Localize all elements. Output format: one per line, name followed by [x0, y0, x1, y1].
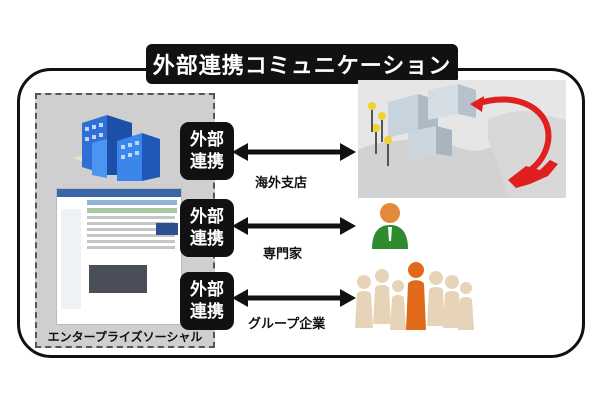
external-link-badge-2: 外部 連携 — [180, 199, 234, 257]
group-companies-people-icon — [352, 260, 474, 330]
badge-line2: 連携 — [190, 301, 224, 323]
platform-screenshot — [56, 188, 182, 325]
office-building-icon — [62, 103, 172, 193]
badge-line1: 外部 — [190, 129, 224, 151]
external-link-badge-1: 外部 連携 — [180, 122, 234, 180]
destination-label-2: 専門家 — [263, 243, 302, 262]
platform-label: エンタープライズソーシャル — [35, 328, 215, 345]
overseas-map-illustration — [358, 80, 566, 198]
double-arrow-icon — [232, 214, 356, 238]
expert-person-icon — [368, 201, 412, 249]
external-link-badge-3: 外部 連携 — [180, 272, 234, 330]
double-arrow-icon — [232, 140, 356, 164]
badge-line1: 外部 — [190, 206, 224, 228]
destination-label-1: 海外支店 — [255, 172, 307, 191]
double-arrow-icon — [232, 286, 356, 310]
badge-line1: 外部 — [190, 279, 224, 301]
badge-line2: 連携 — [190, 151, 224, 173]
destination-label-3: グループ企業 — [248, 313, 325, 332]
badge-line2: 連携 — [190, 228, 224, 250]
diagram-title: 外部連携コミュニケーション — [146, 44, 458, 84]
